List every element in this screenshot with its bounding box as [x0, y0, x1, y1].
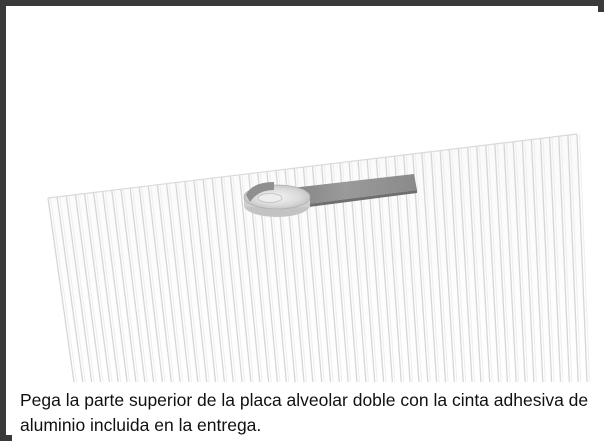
panel-rib-highlight: [451, 149, 467, 382]
panel-rib-highlight: [150, 185, 175, 382]
panel-rib-highlight: [560, 135, 573, 382]
panel-rib: [193, 180, 217, 382]
panel-rib-highlight: [59, 196, 86, 382]
panel-rib-highlight: [569, 134, 582, 382]
panel-rib-highlight: [515, 141, 529, 382]
aluminium-tape: [243, 174, 417, 217]
panel-top-edge: [47, 133, 578, 199]
panel-rib-highlight: [524, 140, 537, 382]
polycarbonate-panel: [47, 133, 590, 382]
panel-rib: [430, 151, 447, 382]
panel-rib-highlight: [232, 175, 254, 382]
panel-rib: [229, 175, 252, 382]
panel-rib-highlight: [195, 179, 219, 382]
panel-rib: [539, 138, 553, 382]
panel-rib: [466, 147, 482, 382]
panel-rib-highlight: [123, 188, 148, 382]
panel-rib: [184, 181, 208, 382]
panel-rib: [457, 148, 473, 382]
panel-rib-highlight: [141, 186, 166, 382]
panel-rib-highlight: [86, 193, 113, 382]
panel-rib-highlight: [241, 174, 263, 382]
panel-rib: [521, 140, 535, 382]
panel-rib-highlight: [551, 136, 564, 382]
panel-rib: [111, 190, 137, 382]
panel-rib: [421, 152, 438, 382]
panel-rib-highlight: [579, 133, 590, 382]
panel-rib-highlight: [223, 176, 246, 382]
panel-rib-highlight: [478, 145, 493, 382]
panel-rib: [47, 197, 75, 382]
panel-rib: [476, 146, 491, 382]
panel-rib-highlight: [496, 143, 511, 382]
panel-rib: [83, 193, 111, 382]
panel-ribs: [47, 133, 590, 382]
panel-rib: [439, 150, 455, 382]
panel-rib: [65, 195, 93, 382]
panel-rib-highlight: [50, 197, 77, 382]
panel-rib-highlight: [533, 139, 546, 382]
tape-roll-core: [257, 193, 283, 203]
panel-rib: [165, 183, 190, 382]
panel-rib-highlight: [423, 152, 440, 382]
panel-rib-highlight: [77, 194, 104, 382]
panel-rib: [129, 188, 155, 382]
panel-rib: [512, 141, 526, 382]
panel-rib: [530, 139, 544, 382]
panel-rib-highlight: [104, 191, 131, 382]
panel-rib: [220, 176, 243, 382]
panel-illustration: [47, 133, 590, 382]
panel-rib: [102, 191, 128, 382]
panel-rib-highlight: [487, 144, 502, 382]
panel-rib: [448, 149, 464, 382]
panel-rib-highlight: [414, 153, 431, 382]
panel-rib-highlight: [442, 150, 458, 382]
panel-rib-highlight: [95, 192, 122, 382]
panel-rib-highlight: [469, 146, 484, 382]
panel-rib-highlight: [186, 181, 210, 382]
panel-rib-highlight: [433, 151, 449, 382]
panel-rib: [147, 185, 172, 382]
panel-rib: [485, 144, 500, 382]
instruction-caption: Pega la parte superior de la placa alveo…: [12, 382, 604, 441]
panel-rib-highlight: [113, 189, 139, 382]
panel-rib-highlight: [177, 182, 201, 382]
panel-rib: [567, 135, 579, 382]
panel-rib: [56, 196, 84, 382]
panel-rib: [120, 189, 146, 382]
panel-rib-highlight: [205, 178, 228, 382]
panel-rib: [74, 194, 102, 382]
panel-rib-highlight: [159, 184, 184, 382]
panel-rib: [576, 133, 588, 382]
panel-rib-highlight: [214, 177, 237, 382]
illustration-scene: [12, 12, 604, 382]
panel-rib: [494, 143, 509, 382]
panel-rib: [202, 179, 226, 382]
panel-rib-highlight: [68, 195, 95, 382]
panel-rib: [503, 142, 517, 382]
panel-rib: [138, 186, 164, 382]
panel-rib-highlight: [460, 147, 475, 382]
panel-rib: [175, 182, 199, 382]
panel-rib-highlight: [506, 142, 520, 382]
panel-rib: [92, 192, 119, 382]
panel-rib-highlight: [542, 138, 555, 382]
panel-rib-highlight: [132, 187, 157, 382]
panel-rib: [156, 184, 181, 382]
panel-rib-highlight: [168, 183, 192, 382]
panel-rib: [238, 174, 261, 382]
panel-rib: [548, 137, 562, 382]
panel-rib: [558, 136, 570, 382]
panel-rib: [211, 178, 234, 382]
